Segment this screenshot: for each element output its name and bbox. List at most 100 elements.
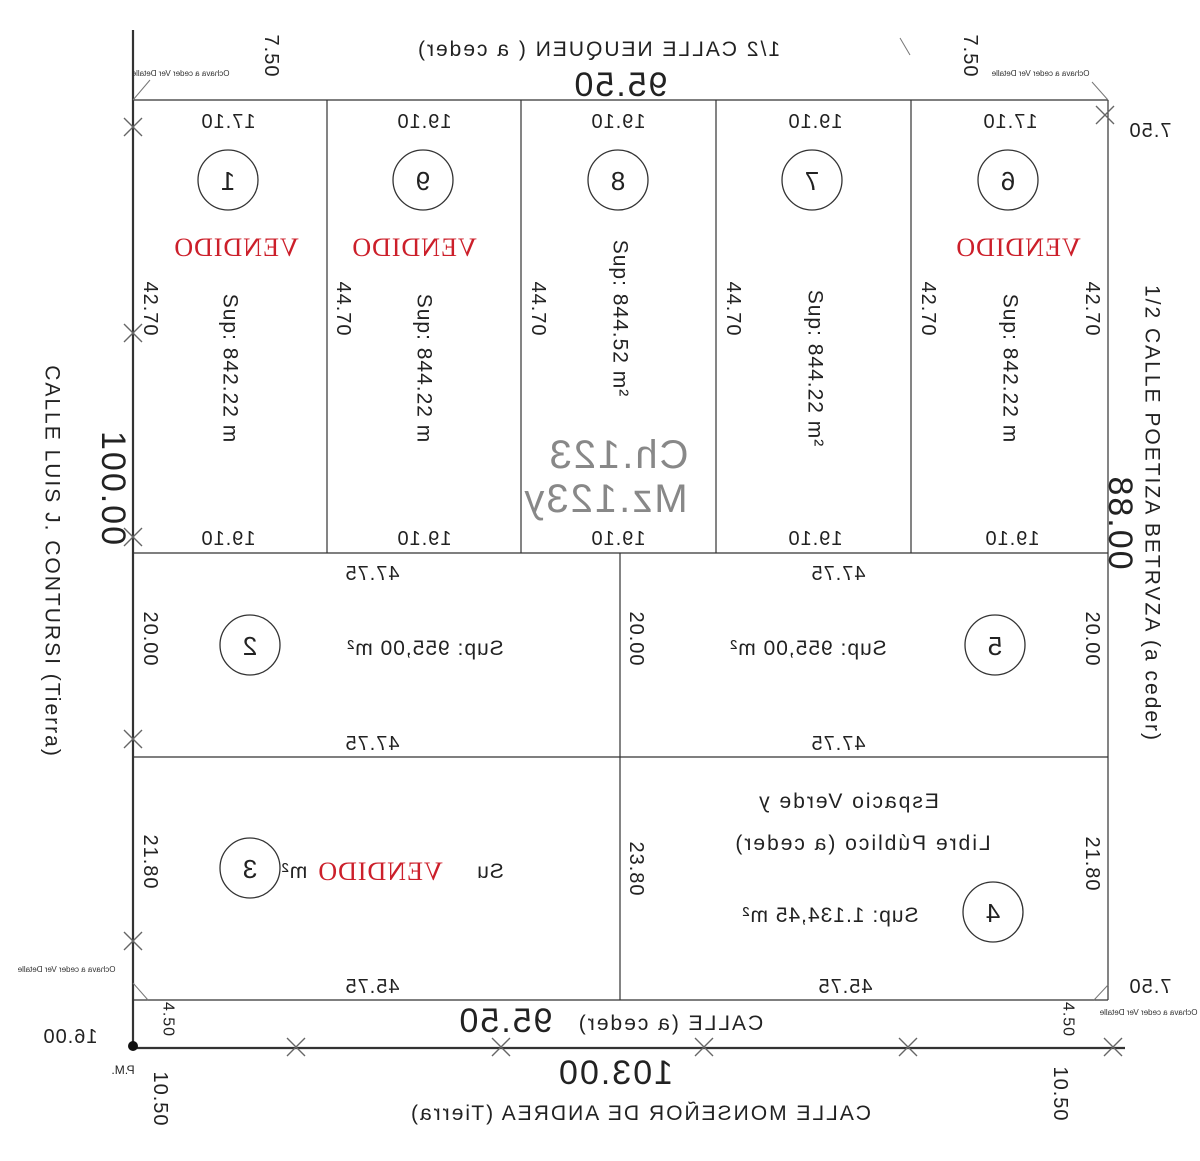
lot-area: Sup: 844.22 m²: [804, 290, 827, 448]
lot-area-suffix: m²: [281, 860, 308, 883]
note-ochava-top-left: Ochava a ceder Ver Detalle: [131, 69, 229, 78]
lot-area: Sup: 844.22 m: [413, 294, 436, 444]
street-left: CALLE LUIS J. CONTURSI (Tierra): [41, 365, 64, 758]
lot-number: 8: [611, 166, 625, 196]
note-ochava-top-right: Ochava a ceder Ver Detalle: [991, 69, 1089, 78]
lot-area: Sup: 955,00 m²: [346, 637, 504, 660]
lot-number-circle: [219, 614, 281, 676]
dim-bottom-inner-total: 95.50: [457, 1002, 552, 1040]
dim-bottom-left-vertical: 10.50: [149, 1071, 171, 1126]
lot-bottom-dimension: 19.10: [984, 528, 1039, 550]
marker-x: [123, 931, 143, 951]
marker-x: [123, 323, 143, 343]
lot-9: 19.10 9 VENDIDO Sup: 844.22 m 44.70 19.1…: [332, 111, 477, 550]
lot-6: 17.10 6 VENDIDO Sup: 842.22 m 42.70 42.7…: [917, 111, 1103, 550]
lot-bottom-dimension: 45.75: [344, 976, 399, 998]
lot-area: Sup: 844.52 m²: [609, 240, 632, 398]
lot-2: 47.75 2 Sup: 955,00 m² 20.00 20.00 47.75: [139, 563, 647, 755]
lot-number: 2: [243, 631, 257, 661]
dim-right-total: 88.00: [1101, 476, 1139, 571]
marker-x: [491, 1037, 511, 1057]
dim-right-bottom: 7.50: [1129, 976, 1172, 998]
lot-number-circle: [962, 881, 1024, 943]
lot-5: 47.75 5 Sup: 955,00 m² 20.00 47.75: [729, 563, 1103, 755]
street-top: 1/2 CALLE NEUQUEN ( a ceder): [416, 38, 780, 61]
lot-bottom-dimension: 47.75: [344, 733, 399, 755]
lot-status: VENDIDO: [351, 233, 476, 262]
dim-right-top: 7.50: [1129, 120, 1172, 142]
lot-number: 4: [986, 898, 1000, 928]
survey-markers: [123, 105, 1123, 1057]
marker-x: [1095, 105, 1115, 125]
lot-side-dimension: 20.00: [1081, 611, 1103, 666]
lot-3: 3 m² VENDIDO Su 21.80 23.80 45.75: [139, 834, 647, 998]
lot-number: 5: [988, 631, 1002, 661]
lot-side-dimension-right: 42.70: [1081, 281, 1103, 336]
lot-top-dimension: 19.10: [396, 111, 451, 133]
lot-description-line-1: Espacio Verde y: [757, 790, 939, 813]
lot-status: VENDIDO: [173, 233, 298, 262]
marker-x: [1103, 1037, 1123, 1057]
dim-bottom-right-small: 4.50: [1060, 1002, 1077, 1037]
lot-bottom-dimension: 19.10: [787, 528, 842, 550]
lot-number-circle: [197, 149, 259, 211]
lot-number-circle: [587, 149, 649, 211]
lot-status: VENDIDO: [955, 233, 1080, 262]
marker-x: [898, 1037, 918, 1057]
lot-top-dimension: 47.75: [810, 563, 865, 585]
lot-side-dimension: 44.70: [332, 281, 354, 336]
dim-top-left-street: 7.50: [260, 35, 282, 78]
lot-side-dimension: 21.80: [139, 834, 161, 889]
street-bottom-inner: CALLE (a ceder): [577, 1012, 763, 1035]
block-chacra: Ch.123: [548, 433, 689, 477]
street-bottom-outer: CALLE MONSEÑOR DE ANDREA (Tierra): [409, 1101, 871, 1125]
lot-8: 19.10 8 Sup: 844.52 m² 44.70 19.10: [527, 111, 649, 550]
dim-left-total: 100.00: [94, 431, 132, 547]
lot-bottom-dimension: 19.10: [200, 528, 255, 550]
lot-bottom-dimension: 45.75: [817, 976, 872, 998]
dim-left-bottom-street: 16.00: [42, 1026, 97, 1048]
marker-x: [286, 1037, 306, 1057]
lot-side-dimension: 44.70: [527, 281, 549, 336]
pm-point: [128, 1041, 138, 1051]
lot-top-dimension: 19.10: [787, 111, 842, 133]
lot-bottom-dimension: 19.10: [396, 528, 451, 550]
dim-top-right-street: 7.50: [959, 35, 981, 78]
pm-label: P.M.: [111, 1063, 134, 1077]
block-manzana: Mz.123y: [522, 477, 687, 521]
marker-x: [694, 1037, 714, 1057]
lot-side-dimension: 42.70: [917, 281, 939, 336]
marker-x: [123, 527, 143, 547]
lot-bottom-dimension: 47.75: [810, 733, 865, 755]
lot-number-circle: [964, 614, 1026, 676]
lot-side-dimension: 20.00: [139, 611, 161, 666]
lot-side-dimension: 21.80: [1081, 836, 1103, 891]
lot-area: Sup: 1.134,45 m²: [741, 904, 918, 927]
marker-x: [123, 729, 143, 749]
note-ochava-bottom-left: Ochava a ceder Ver Detalle: [17, 965, 115, 974]
lot-bottom-dimension: 19.10: [590, 528, 645, 550]
lot-number: 1: [221, 166, 235, 196]
lot-side-dimension-inner: 23.80: [625, 841, 647, 896]
lot-side-dimension: 42.70: [139, 281, 161, 336]
lot-1: 17.10 1 VENDIDO Sup: 842.22 m 42.70 19.1…: [139, 111, 299, 550]
lot-side-dimension: 44.70: [722, 281, 744, 336]
lot-number: 7: [805, 166, 819, 196]
lot-top-dimension: 17.10: [200, 111, 255, 133]
lot-description-line-2: Libre Público (a ceder): [733, 832, 990, 855]
lot-number-circle: [392, 149, 454, 211]
lot-4: Espacio Verde y Libre Público (a ceder) …: [733, 790, 1103, 998]
dim-bottom-right-vertical: 10.50: [1049, 1066, 1071, 1121]
dim-bottom-outer-total: 103.00: [557, 1054, 673, 1092]
lot-lines: [133, 100, 1108, 1000]
lot-area: Sup: 842.22 m: [999, 294, 1022, 444]
lot-7: 19.10 7 Sup: 844.22 m² 44.70 19.10: [722, 111, 843, 550]
lot-top-dimension: 17.10: [982, 111, 1037, 133]
lot-number: 3: [243, 854, 257, 884]
lot-number: 9: [416, 166, 430, 196]
marker-x: [123, 117, 143, 137]
lot-area: Sup: 842.22 m: [219, 294, 242, 444]
lot-number-circle: [219, 837, 281, 899]
lot-status: VENDIDO: [317, 857, 442, 886]
lot-top-dimension: 19.10: [590, 111, 645, 133]
